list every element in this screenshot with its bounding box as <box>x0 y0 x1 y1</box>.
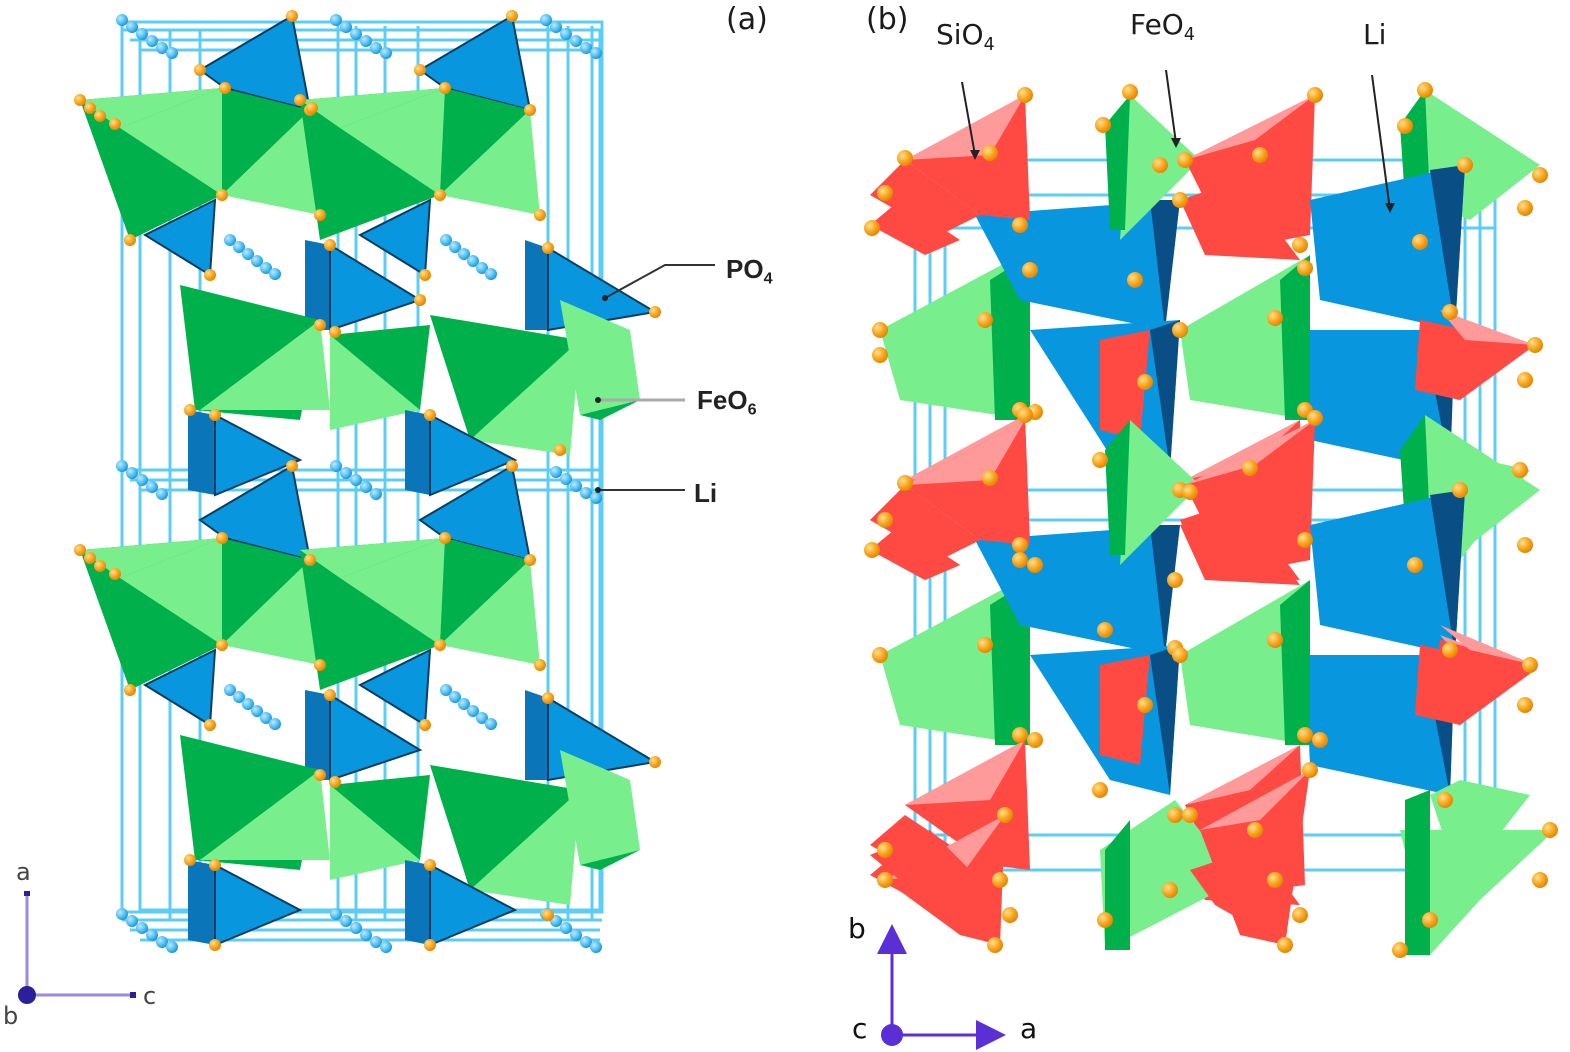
feo4-tetrahedron <box>1180 255 1310 420</box>
axis-label-a-out-of-plane: b <box>3 1002 19 1030</box>
legend-li-b: Li <box>1363 18 1387 51</box>
axis-indicator-a <box>18 891 136 1004</box>
po4-tetrahedron <box>357 198 432 277</box>
c-axis-origin-dot <box>881 1024 903 1046</box>
b-axis-origin-dot <box>18 986 36 1004</box>
po4-tetrahedron <box>214 413 303 497</box>
li-chain <box>330 908 392 953</box>
li-chain <box>224 234 281 280</box>
li-chain <box>440 234 497 280</box>
axis-label-b-vertical: b <box>848 912 866 945</box>
legend-feo6: FeO6 <box>697 385 757 419</box>
feo4-leader <box>1165 69 1177 144</box>
li-chain <box>116 908 178 953</box>
li-chain <box>116 14 178 59</box>
panel-a-label: (a) <box>726 2 768 37</box>
axis-label-b-out-of-plane: c <box>852 1012 868 1045</box>
li-chain <box>330 14 392 59</box>
po4-tetrahedron <box>329 243 423 332</box>
li-leader <box>1371 74 1391 211</box>
li-chain <box>224 684 281 730</box>
li-chain <box>550 466 602 504</box>
panel-b-label: (b) <box>866 2 909 37</box>
li-tetrahedron <box>975 200 1180 330</box>
leader-lines-b <box>961 69 1391 211</box>
li-chain <box>116 460 168 500</box>
po4-leader <box>604 264 715 299</box>
oxygen-atoms-a <box>74 10 661 951</box>
axis-label-a-horizontal: c <box>143 982 157 1010</box>
li-chain <box>540 14 602 59</box>
li-chain <box>440 684 497 730</box>
leader-lines-a <box>595 264 715 491</box>
sio4-leader <box>961 81 976 156</box>
axis-indicator-b <box>877 924 1006 1050</box>
legend-sio4: SiO4 <box>936 18 995 56</box>
oxygen-atoms-b <box>864 82 1558 958</box>
legend-li-a: Li <box>694 478 718 508</box>
axis-label-b-horizontal: a <box>1020 1012 1038 1045</box>
panel-b-structure <box>864 69 1558 1050</box>
axis-label-a-vertical: a <box>16 858 31 886</box>
legend-po4: PO4 <box>726 254 773 288</box>
li-tetrahedron <box>1310 165 1465 330</box>
panel-a-structure <box>18 10 715 1004</box>
li-chain <box>330 460 382 500</box>
po4-tetrahedron <box>142 198 217 277</box>
legend-feo4: FeO4 <box>1130 8 1195 46</box>
po4-tetrahedron <box>429 413 518 497</box>
feo4-tetrahedron <box>1400 830 1555 955</box>
